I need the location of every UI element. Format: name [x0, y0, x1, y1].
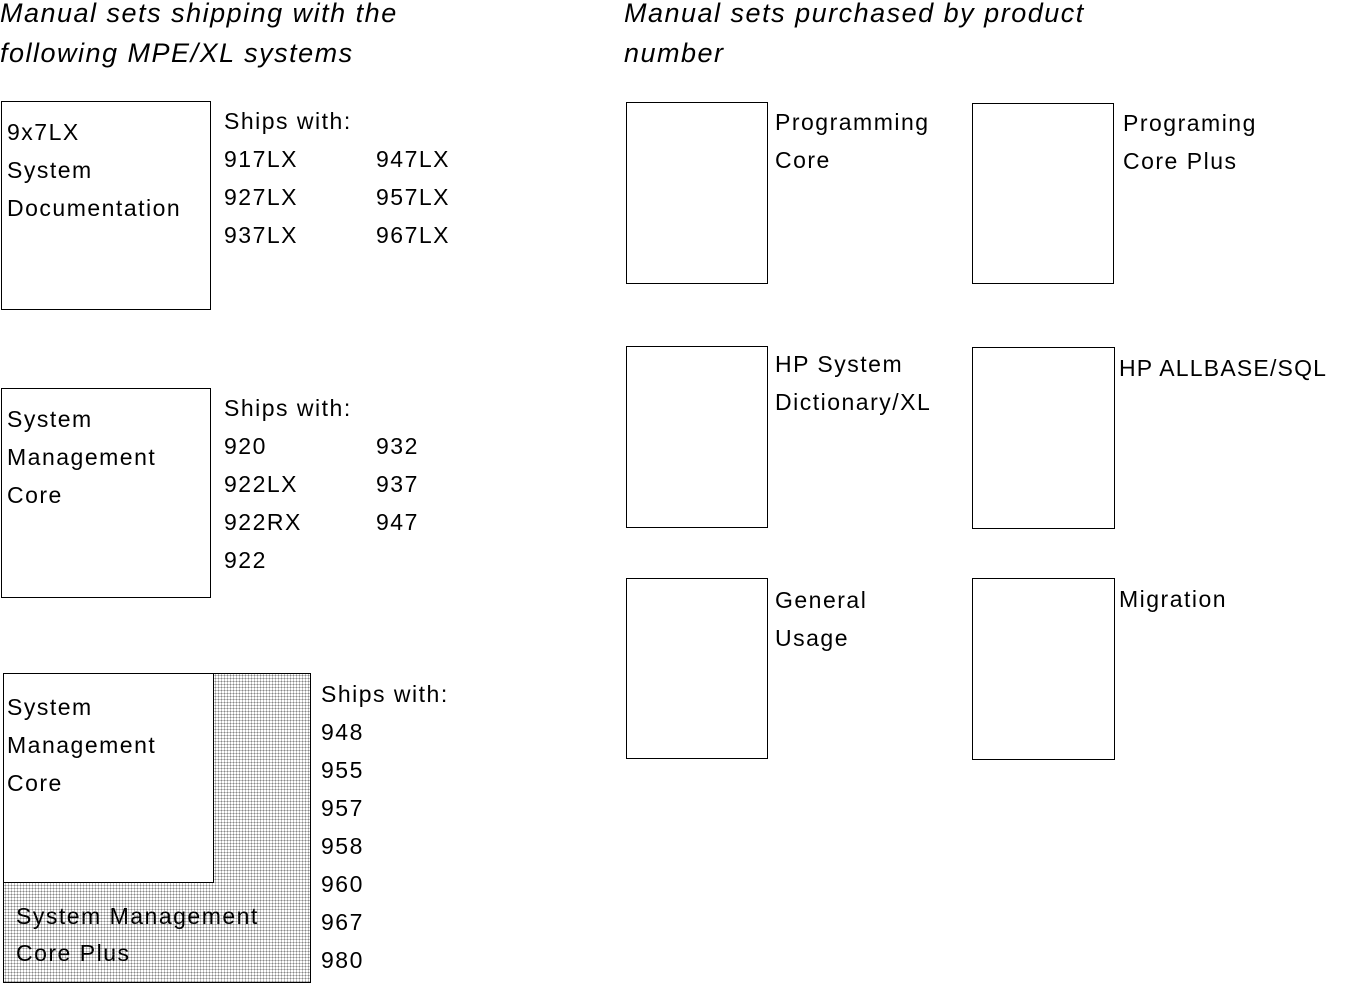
product-label-line: Migration	[1119, 586, 1228, 612]
box-label-line: Documentation	[7, 195, 182, 221]
system-item: 947	[376, 509, 419, 535]
system-item: 948	[321, 719, 364, 745]
left-heading-line: Manual sets shipping with the	[0, 0, 398, 28]
ships-with-label: Ships with:	[321, 681, 449, 707]
system-item: 957	[321, 795, 364, 821]
system-item: 955	[321, 757, 364, 783]
product-box-programing-core-plus	[972, 103, 1114, 284]
box-label-line: Core	[7, 770, 63, 796]
box-label-line: Core	[7, 482, 63, 508]
right-heading: Manual sets purchased by product number	[624, 0, 1085, 73]
product-label-programming-core: Programming Core	[775, 103, 930, 179]
manual-set-box-9x7lx	[1, 101, 211, 310]
manual-set-label-inner-core: System Management Core	[7, 688, 156, 802]
system-item: 922LX	[224, 471, 299, 497]
product-box-hp-allbase-sql	[972, 347, 1115, 529]
systems-list: 947LX 957LX 967LX	[376, 140, 450, 254]
manual-set-box-inner-system-management-core	[3, 673, 214, 883]
product-label-line: HP System	[775, 351, 904, 377]
systems-list: 917LX 927LX 937LX	[224, 140, 298, 254]
product-label-hp-system-dictionary: HP System Dictionary/XL	[775, 345, 931, 421]
box-label-line: Management	[7, 444, 157, 470]
product-label-line: HP ALLBASE/SQL	[1119, 355, 1328, 381]
right-heading-line: Manual sets purchased by product	[624, 0, 1085, 28]
system-item: 958	[321, 833, 364, 859]
system-item: 920	[224, 433, 267, 459]
product-label-line: Programing	[1123, 110, 1257, 136]
product-box-hp-system-dictionary	[626, 346, 768, 528]
right-heading-line: number	[624, 38, 725, 68]
product-label-programing-core-plus: Programing Core Plus	[1123, 104, 1257, 180]
system-item: 937LX	[224, 222, 299, 248]
product-label-general-usage: General Usage	[775, 581, 867, 657]
manual-set-label-system-management-core: System Management Core	[7, 400, 156, 514]
product-label-line: Core	[775, 147, 831, 173]
product-box-programming-core	[626, 102, 768, 284]
system-item: 980	[321, 947, 364, 973]
system-item: 917LX	[224, 146, 299, 172]
product-box-migration	[972, 578, 1115, 760]
product-label-line: General	[775, 587, 868, 613]
left-heading-line: following MPE/XL systems	[0, 38, 354, 68]
product-label-migration: Migration	[1119, 580, 1227, 618]
manual-set-label-core-plus: System Management Core Plus	[16, 898, 259, 972]
system-item: 967LX	[376, 222, 451, 248]
system-item: 927LX	[224, 184, 299, 210]
box-label-line: Core Plus	[16, 940, 131, 966]
box-label-line: System	[7, 694, 93, 720]
system-item: 960	[321, 871, 364, 897]
system-item: 947LX	[376, 146, 451, 172]
system-item: 922	[224, 547, 267, 573]
system-item: 957LX	[376, 184, 451, 210]
product-label-line: Programming	[775, 109, 930, 135]
box-label-line: 9x7LX	[7, 119, 80, 145]
ships-with-label: Ships with:	[224, 395, 352, 421]
system-item: 922RX	[224, 509, 302, 535]
product-label-line: Usage	[775, 625, 849, 651]
systems-list: 920 922LX 922RX 922	[224, 427, 302, 579]
systems-list: 948 955 957 958 960 967 980	[321, 713, 364, 979]
product-label-line: Core Plus	[1123, 148, 1238, 174]
manual-set-box-system-management-core	[1, 388, 211, 598]
systems-list: 932 937 947	[376, 427, 419, 541]
box-label-line: System Management	[16, 903, 259, 929]
system-item: 937	[376, 471, 419, 497]
product-label-hp-allbase-sql: HP ALLBASE/SQL	[1119, 349, 1327, 387]
ships-with-label: Ships with:	[224, 108, 352, 134]
manual-set-label-9x7lx: 9x7LX System Documentation	[7, 113, 181, 227]
left-heading: Manual sets shipping with the following …	[0, 0, 398, 73]
system-item: 932	[376, 433, 419, 459]
box-label-line: System	[7, 157, 93, 183]
box-label-line: System	[7, 406, 93, 432]
product-box-general-usage	[626, 578, 768, 759]
product-label-line: Dictionary/XL	[775, 389, 932, 415]
system-item: 967	[321, 909, 364, 935]
box-label-line: Management	[7, 732, 157, 758]
